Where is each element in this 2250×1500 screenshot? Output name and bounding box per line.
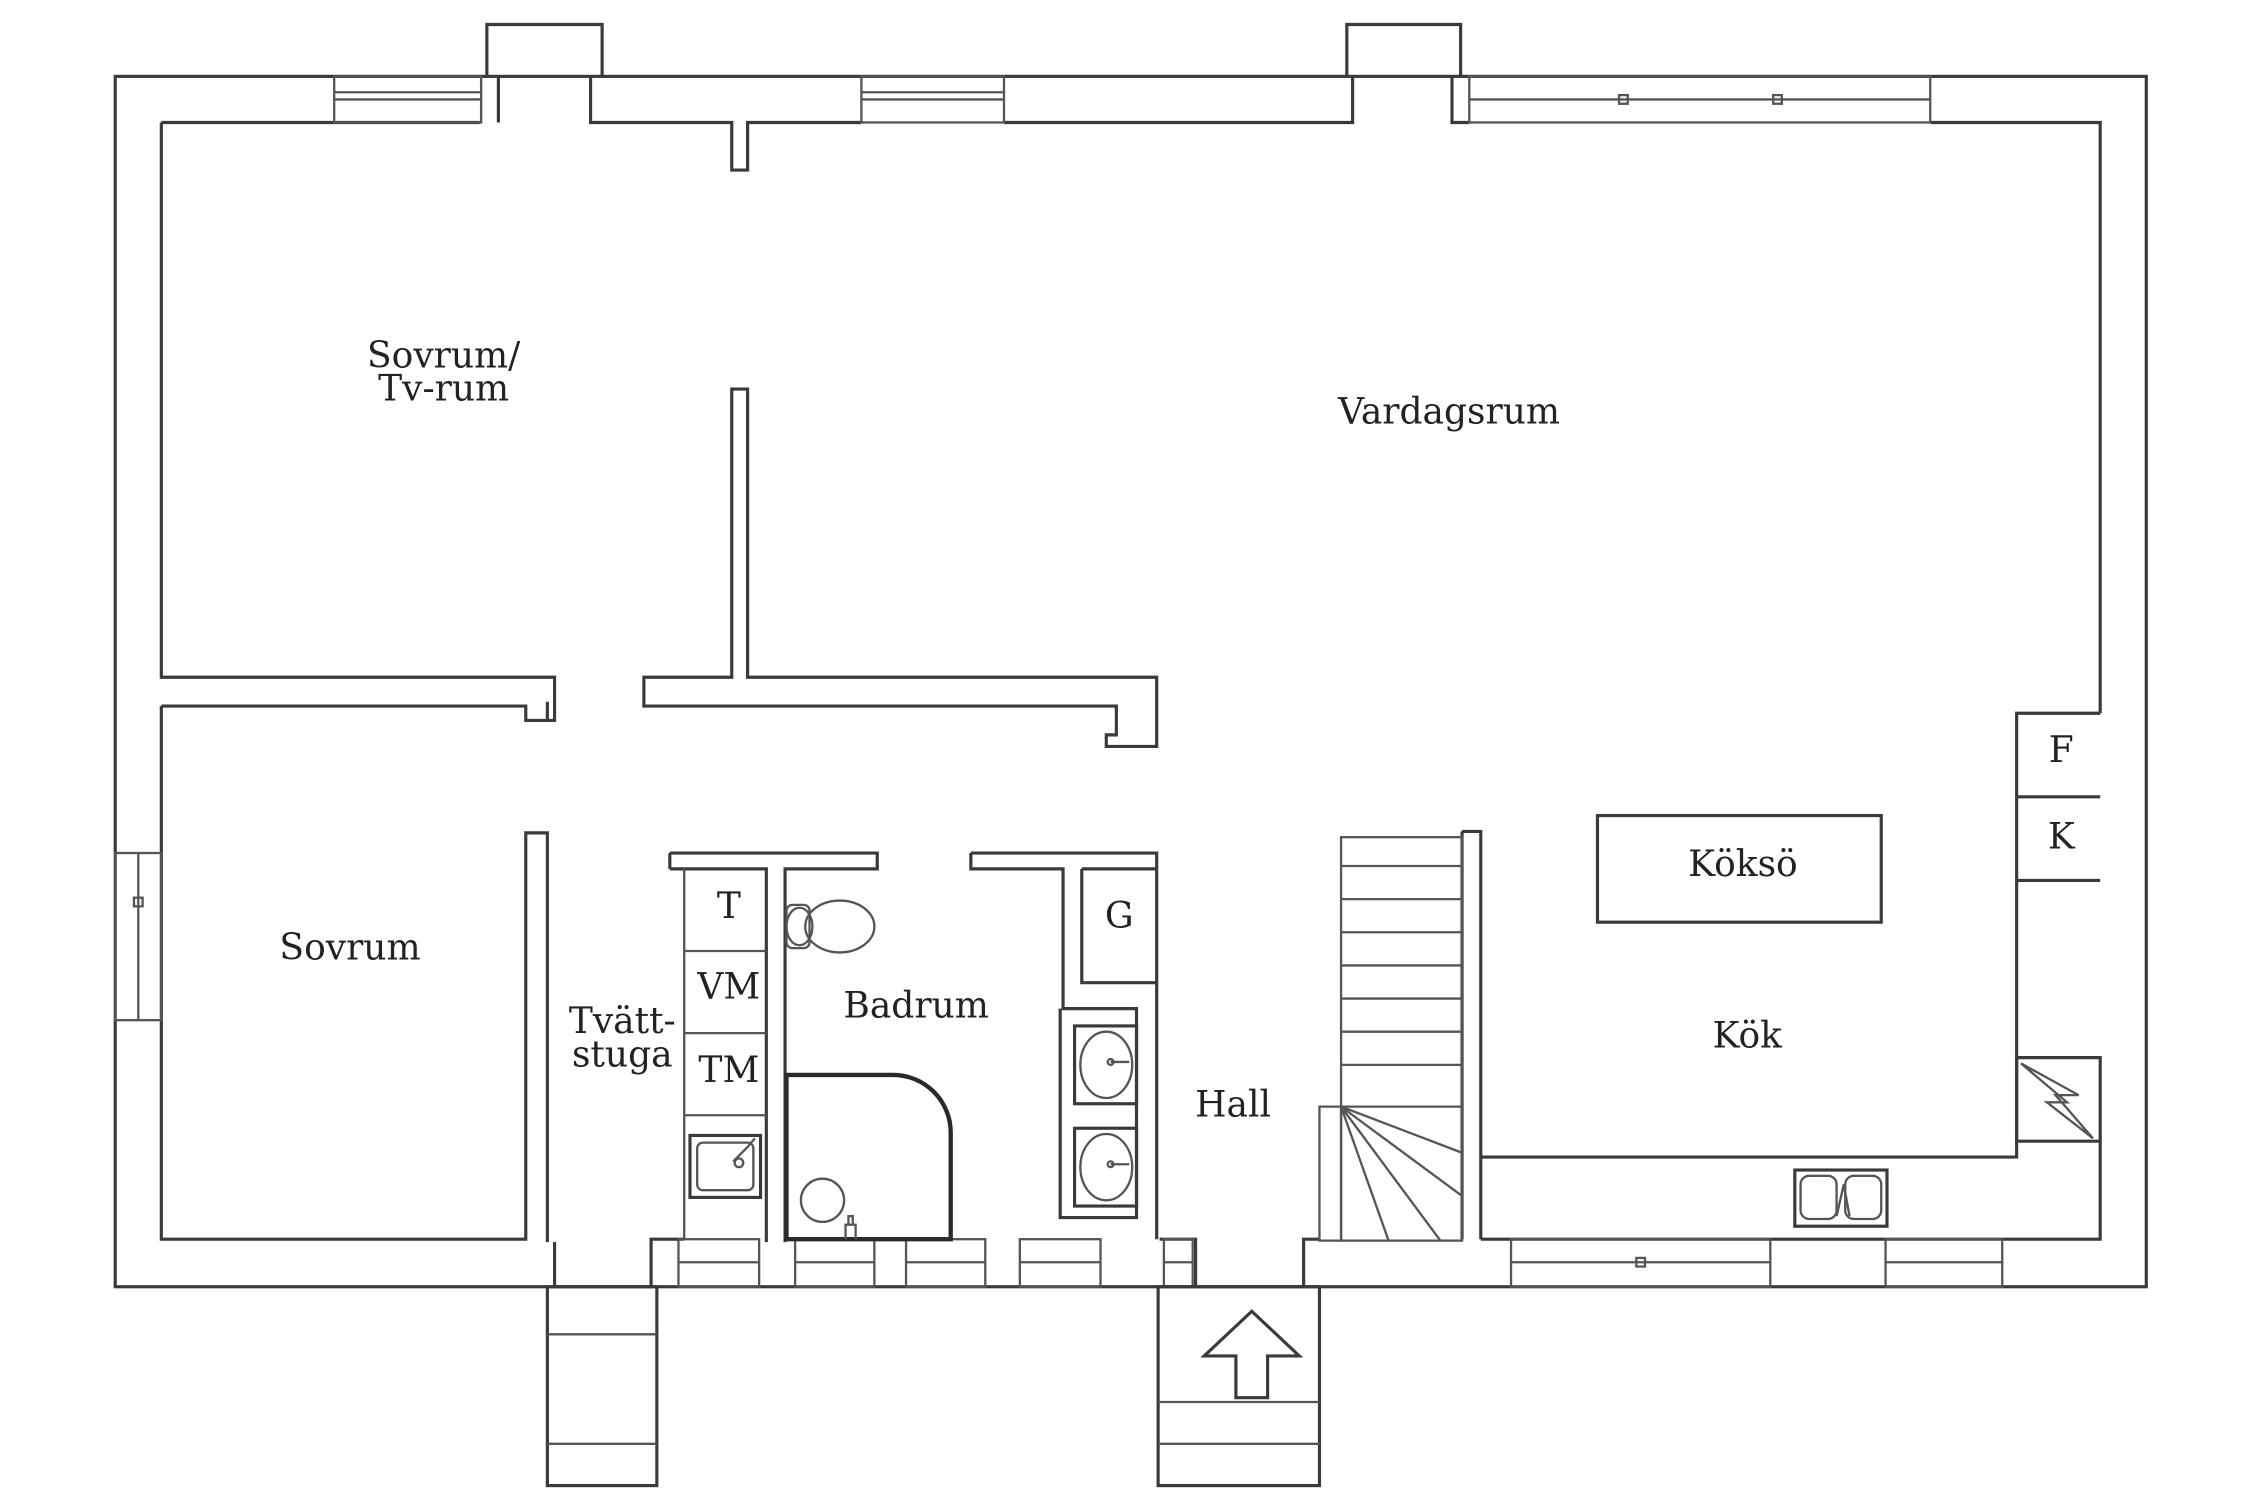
laundry-sink-icon: [688, 1133, 763, 1199]
kitchen-sink-icon: [1793, 1168, 1889, 1228]
room-label-badrum: Badrum: [843, 985, 988, 1026]
room-label-kok: Kök: [1713, 1016, 1784, 1057]
entrance-steps: [545, 1285, 1322, 1488]
laundry-fixtures: [683, 868, 767, 1240]
room-label-hall: Hall: [1195, 1085, 1271, 1126]
shower-head-icon: [844, 1214, 857, 1240]
fixture-label-tm: TM: [698, 1050, 759, 1091]
toilet-icon: [785, 899, 876, 954]
stove-icon: [2020, 1062, 2094, 1140]
kitchen-island: [1595, 813, 1883, 924]
washbasin-lower-icon: [1072, 1126, 1139, 1208]
shower-drain-icon: [799, 1177, 846, 1224]
fixture-label-vm: VM: [696, 967, 760, 1008]
fixture-label-t: T: [717, 886, 741, 927]
interior-walls: [642, 387, 2102, 1243]
staircase: [1318, 836, 1464, 1242]
room-label-vardagsrum: Vardagsrum: [1337, 392, 1560, 433]
room-label-sovrum-tv-line2: Tv-rum: [378, 369, 509, 410]
fixture-label-g: G: [1105, 896, 1134, 937]
room-label-kokso: Köksö: [1688, 844, 1798, 885]
room-label-tvattstuga-line1: Tvätt-: [569, 1001, 676, 1042]
shower-enclosure: [784, 1072, 953, 1242]
bathroom-fixtures: [784, 899, 1139, 1242]
room-labels: Sovrum/ Tv-rum Vardagsrum Sovrum Tvätt- …: [279, 335, 1797, 1125]
fixture-labels: T VM TM G F K: [696, 730, 2075, 1091]
entrance-arrow-icon: [1200, 1309, 1304, 1400]
washbasin-upper-icon: [1072, 1024, 1139, 1106]
windows: [114, 75, 2004, 1288]
room-label-sovrum: Sovrum: [279, 928, 420, 969]
fixture-label-f: F: [2049, 730, 2074, 771]
fixture-label-k: K: [2048, 817, 2076, 858]
room-label-tvattstuga-line2: stuga: [572, 1034, 673, 1075]
exterior-walls: [113, 22, 2148, 1289]
room-label-sovrum-tv-line1: Sovrum/: [367, 335, 521, 376]
